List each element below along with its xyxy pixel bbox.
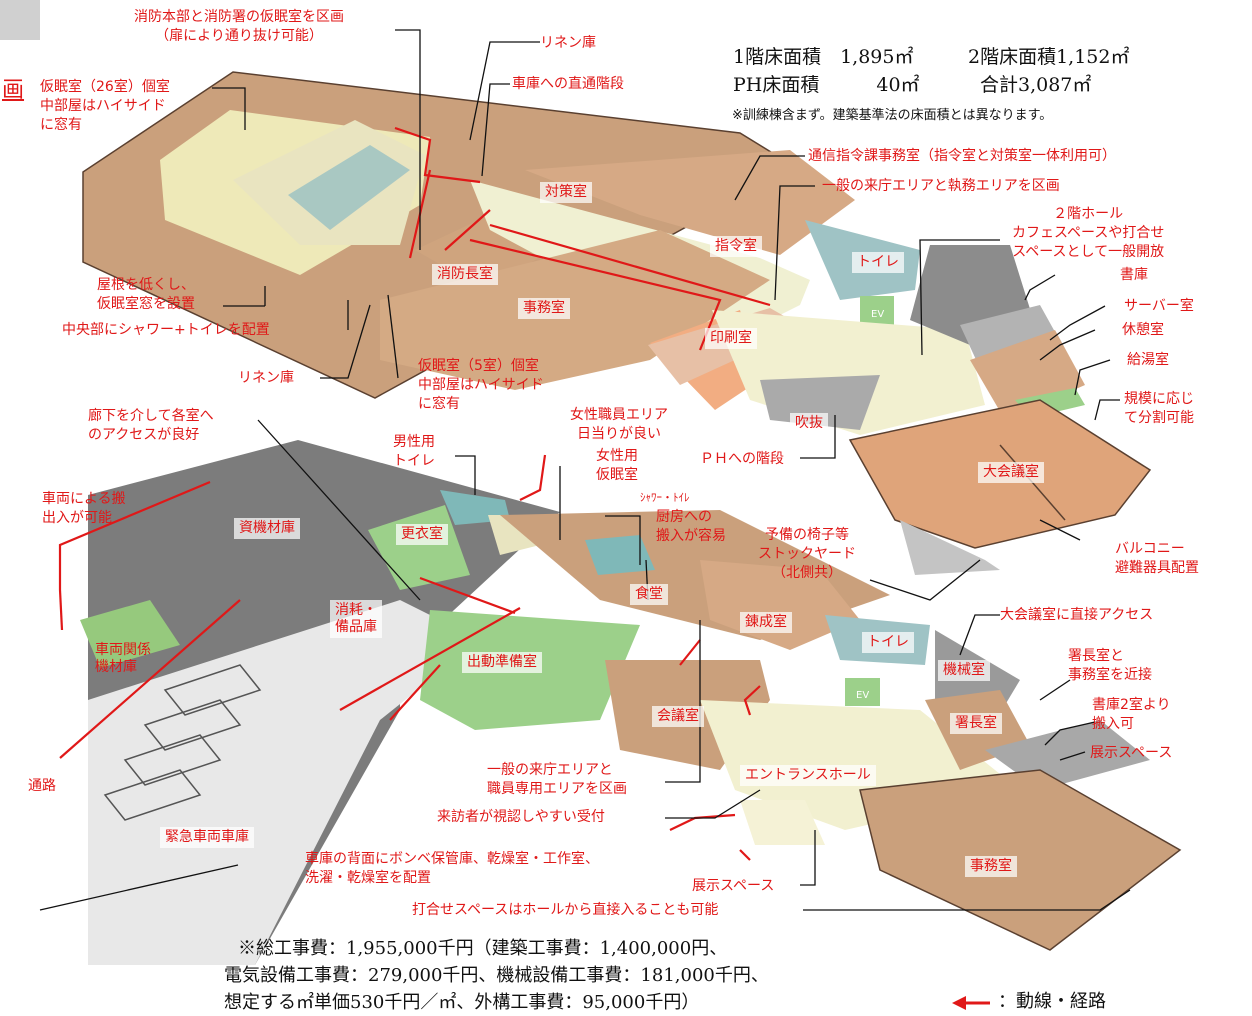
note-tenji-bottom: 展示スペース [692,878,775,894]
room-entrance: エントランスホール [740,765,876,786]
room-ev-1f: EV [856,690,870,701]
area-line1-floor1: 1階床面積 1,895㎡ [733,46,914,68]
room-toilet-2f: トイレ [852,252,904,273]
note-linen-top: リネン庫 [540,35,596,51]
note-roka: 廊下を介して各室へ のアクセスが良好 [88,408,214,443]
note-shower-toilet: ｼｬﾜｰ・ﾄｲﾚ [640,491,690,504]
note-kyuto: 給湯室 [1127,352,1169,368]
note-hall-2f: ２階ホール カフェスペースや打合せ スペースとして一般開放 [1012,206,1165,260]
room-shikizai: 資機材庫 [234,518,300,539]
note-uketsuke: 来訪者が視認しやすい受付 [437,809,605,825]
area-note: ※訓練棟含まず。建築基準法の床面積とは異なります。 [732,108,1053,123]
note-shoko2: 書庫2室より 搬入可 [1092,697,1171,732]
exhibit-bottom [740,800,825,845]
area-line2-total: 合計3,087㎡ [980,74,1092,96]
note-yane: 屋根を低くし、 仮眠室窓を設置 [97,277,195,312]
cost-line1: ※総工事費：1,955,000千円（建築工事費：1,400,000円、 [238,938,728,959]
room-sharyo: 車両関係 機材庫 [95,642,151,675]
room-shomo: 消耗・ 備品庫 [330,600,382,638]
cost-line2: 電気設備工事費：279,000千円、機械設備工事費：181,000千円、 [224,965,769,986]
room-kinkyu: 緊急車両車庫 [160,827,254,848]
note-suimin-kukaku: 消防本部と消防署の仮眠室を区画 （扉により通り抜け可能） [134,9,344,44]
note-shocho-kinsetsu: 署長室と 事務室を近接 [1068,648,1152,683]
room-ev-2f: EV [871,309,885,320]
note-dansei: 男性用 トイレ [393,434,435,469]
note-kyukei: 休憩室 [1122,322,1164,338]
shower-toilet [585,535,655,575]
note-linen-bottom: リネン庫 [238,370,294,386]
second-floor [82,71,1152,575]
note-yobi: 予備の椅子等 ストックヤード （北側共） [758,527,856,581]
area-line2-ph: PH床面積 40㎡ [733,74,920,96]
fragment-left: 画 [2,78,25,103]
note-shoko: 書庫 [1120,267,1148,283]
room-shirei: 指令室 [710,236,762,257]
ev-1f [845,678,880,706]
room-jimu-1f: 事務室 [965,856,1017,877]
note-kamin26: 仮眠室（26室）個室 中部屋はハイサイド に窓有 [40,79,170,133]
room-shutsudo: 出動準備室 [462,652,542,673]
corner-tab [0,0,40,40]
note-tenji-right: 展示スペース [1090,745,1173,761]
room-jimu-2f: 事務室 [518,298,570,319]
note-bunkatsu: 規模に応じ て分割可能 [1124,391,1194,426]
leader-lines [39,29,1131,911]
legend-arrowhead [952,996,966,1010]
legend-label: ：動線・経路 [998,991,1106,1012]
room-kikai: 機械室 [938,660,990,681]
note-shako-kaidan: 車庫への直通階段 [512,76,624,92]
room-kaigi: 会議室 [652,706,704,727]
note-josei-kamin: 女性用 仮眠室 [596,448,638,483]
room-shobocho: 消防長室 [432,264,498,285]
room-shokudo: 食堂 [630,584,668,605]
room-insatsu: 印刷室 [705,328,757,349]
note-daikaigi-access: 大会議室に直接アクセス [1000,607,1154,623]
command-room [525,150,855,255]
note-uchiawase: 打合せスペースはホールから直接入ることも可能 [412,902,719,918]
room-koui: 更衣室 [396,524,448,545]
note-chubo: 厨房への 搬入が容易 [656,509,726,544]
balcony [900,520,1000,575]
ev-2f [860,296,894,326]
room-rensei: 錬成室 [740,612,792,633]
office-1f [859,769,1182,951]
note-joshi-area: 女性職員エリア 日当りが良い [570,407,668,442]
note-tsuro: 通路 [28,778,56,794]
note-bonbe: 車庫の背面にボンベ保管庫、乾燥室・工作室、 洗濯・乾燥室を配置 [305,851,599,886]
note-raicho-1f: 一般の来庁エリアと 職員専用エリアを区画 [487,762,627,797]
area-line1-floor2: 2階床面積1,152㎡ [968,46,1130,68]
note-server: サーバー室 [1124,298,1194,314]
room-shocho: 署長室 [950,713,1002,734]
note-tsushin: 通信指令課事務室（指令室と対策室一体利用可） [808,148,1116,164]
cost-line3: 想定する㎡単価530千円／㎡、外構工事費：95,000千円） [224,992,700,1013]
room-taisaku: 対策室 [540,182,592,203]
note-kamin5: 仮眠室（5室）個室 中部屋はハイサイド に窓有 [418,358,544,412]
room-toilet-1f: トイレ [862,632,914,653]
note-raicho-2f: 一般の来庁エリアと執務エリアを区画 [822,178,1060,194]
room-daikaigi: 大会議室 [978,462,1044,483]
vehicle-parts [80,600,180,668]
room-fukinuke: 吹抜 [790,413,828,434]
note-sharyo-hanshutsu: 車両による搬 出入が可能 [42,491,126,526]
note-shower: 中央部にシャワー+トイレを配置 [62,322,270,338]
note-ph-kaidan: ＰＨへの階段 [700,451,784,467]
office-area [380,230,770,390]
dorm-courtyard [288,145,410,230]
emergency-garage [88,600,480,965]
note-balcony: バルコニー 避難器具配置 [1115,541,1199,576]
